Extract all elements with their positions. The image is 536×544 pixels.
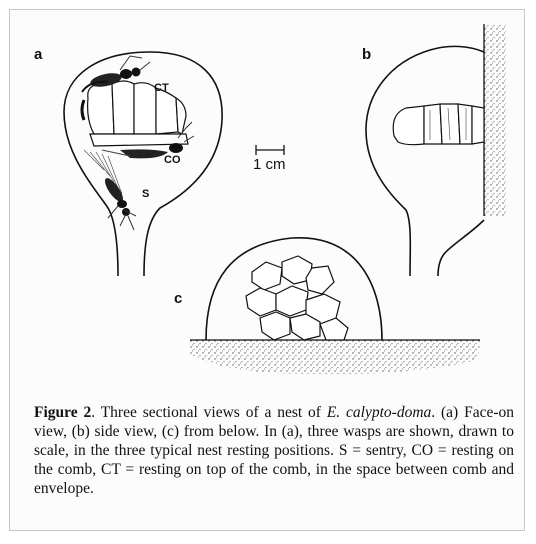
panel-label-c: c xyxy=(174,290,182,307)
caption-species: E. calypto-doma xyxy=(327,404,431,421)
annotation-ct: CT xyxy=(154,82,169,94)
panel-label-a: a xyxy=(34,46,42,63)
panel-c-nest xyxy=(190,238,480,375)
panel-b-nest xyxy=(366,24,506,276)
panel-a-comb xyxy=(88,81,188,146)
panel-label-b: b xyxy=(362,46,371,63)
caption-figure-label: Figure 2 xyxy=(34,404,91,421)
figure-caption: Figure 2. Three sectional views of a nes… xyxy=(34,403,514,498)
nest-drawing xyxy=(10,10,526,390)
figure-frame: a b c CT CO S 1 cm Figure 2. Three secti… xyxy=(9,9,525,531)
nest-figure: a b c CT CO S 1 cm xyxy=(10,10,526,390)
panel-b-comb xyxy=(393,104,484,145)
scale-bar xyxy=(256,145,284,155)
panel-c-comb xyxy=(246,256,348,340)
wasp-s xyxy=(102,176,136,230)
panel-a-nest xyxy=(64,52,222,276)
scale-bar-label: 1 cm xyxy=(253,156,286,173)
caption-text-1: . Three sectional views of a nest of xyxy=(91,404,327,421)
annotation-s: S xyxy=(142,188,149,200)
annotation-co: CO xyxy=(164,154,181,166)
